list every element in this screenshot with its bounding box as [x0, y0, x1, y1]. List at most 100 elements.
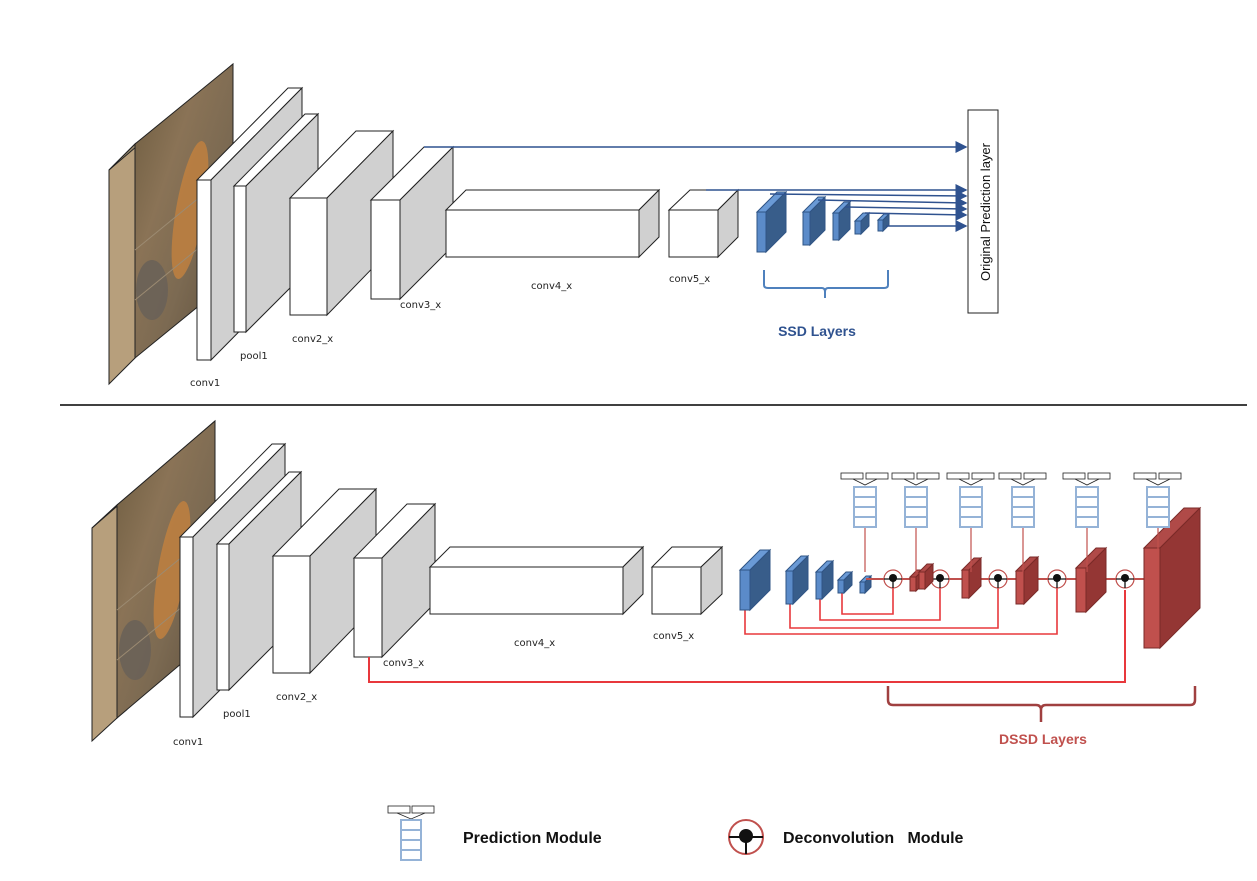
original-prediction-layer: Original Prediction layer	[967, 109, 999, 314]
label-conv4-bottom: conv4_x	[514, 638, 555, 649]
ssd-layer-5-front	[877, 219, 884, 232]
ssd-layer-3-front	[832, 212, 840, 241]
ssd-layer-bottom-1-front	[739, 569, 751, 611]
prediction-cell	[961, 518, 981, 526]
ssd-layer-1-front	[756, 211, 767, 253]
prediction-layer-label: Original Prediction layer	[978, 142, 993, 281]
prediction-module-2	[891, 472, 940, 572]
prediction-cell	[855, 498, 875, 506]
legend: Prediction Module Deconvolution Module	[387, 805, 964, 861]
prediction-cell	[961, 508, 981, 516]
prediction-output-box	[1023, 472, 1047, 480]
prediction-output-box	[1158, 472, 1182, 480]
ssd-layer-bottom-4	[836, 570, 854, 595]
prediction-arrow-4	[817, 196, 968, 209]
prediction-cell	[961, 498, 981, 506]
prediction-fork	[903, 478, 929, 486]
label-conv3: conv3_x	[400, 300, 441, 311]
prediction-cell	[1077, 498, 1097, 506]
prediction-cell	[1077, 508, 1097, 516]
skip-connection-conv3	[368, 590, 1126, 683]
ssd-layer-4-front	[854, 220, 862, 235]
prediction-cell	[1077, 518, 1097, 526]
ssd-layer-bottom-2-front	[785, 570, 794, 605]
deconvolution-module-5	[1115, 569, 1135, 589]
prediction-output-box	[971, 472, 995, 480]
ssd-layer-2	[801, 195, 827, 247]
prediction-output-box	[946, 472, 970, 480]
prediction-output-box	[1062, 472, 1086, 480]
ssd-layer-bottom-5-front	[859, 581, 866, 594]
prediction-module-1	[840, 472, 889, 572]
ssd-layers-brace	[763, 270, 889, 298]
deconv-dot	[1121, 574, 1129, 582]
prediction-fork	[958, 478, 984, 486]
prediction-arrow-6	[864, 208, 968, 221]
prediction-cell	[1148, 488, 1168, 496]
ssd-layer-3	[831, 200, 852, 242]
prediction-output-box	[916, 472, 940, 480]
layer-conv5-bottom	[650, 545, 724, 616]
deconvolution-module-2	[930, 569, 950, 589]
legend-deconvolution-module-label: Deconvolution Module	[783, 830, 964, 847]
prediction-output-box	[865, 472, 889, 480]
ssd-layer-bottom-5	[858, 574, 873, 595]
prediction-cell	[1148, 518, 1168, 526]
layer-conv2-bottom	[271, 487, 378, 675]
ssd-layer-5	[876, 212, 891, 233]
prediction-cell	[1148, 508, 1168, 516]
ssd-layers-label: SSD Layers	[778, 323, 856, 339]
ssd-layer-1	[755, 190, 788, 254]
ssd-layer-bottom-1	[738, 548, 772, 612]
prediction-arrow-5	[844, 202, 968, 215]
label-conv4: conv4_x	[531, 281, 572, 292]
layer-conv4	[444, 188, 661, 259]
dssd-layers-brace	[886, 686, 1197, 722]
label-conv2-bottom: conv2_x	[276, 692, 317, 703]
deconv-dot	[1053, 574, 1061, 582]
deconv-dot	[936, 574, 944, 582]
label-conv1: conv1	[190, 378, 220, 389]
skip-connection-2	[789, 586, 999, 629]
ssd-layer-bottom-3-front	[815, 571, 823, 600]
prediction-fork	[1010, 478, 1036, 486]
deconvolution-module-3	[988, 569, 1008, 589]
dssd-layer-1-front	[909, 576, 917, 592]
prediction-cell	[961, 488, 981, 496]
prediction-output-box	[998, 472, 1022, 480]
deconvolution-module-1	[883, 569, 903, 589]
prediction-fork	[852, 478, 878, 486]
dssd-layer-6	[1142, 506, 1202, 650]
dssd-layer-5-front	[1075, 567, 1087, 613]
ssd-layers-top	[755, 190, 891, 254]
label-conv5: conv5_x	[669, 274, 710, 285]
dssd-layer-4	[1014, 555, 1040, 606]
prediction-cell	[906, 508, 926, 516]
prediction-cell	[1013, 498, 1033, 506]
layer-conv3	[369, 145, 455, 301]
prediction-fork	[1145, 478, 1171, 486]
ssd-layer-4	[853, 211, 871, 236]
deconvolution-module-4	[1047, 569, 1067, 589]
prediction-output-box	[1087, 472, 1111, 480]
prediction-module-6	[1133, 472, 1182, 572]
skip-connection-3	[819, 586, 941, 621]
label-pool1: pool1	[240, 351, 268, 362]
prediction-fork	[1074, 478, 1100, 486]
deconv-dot	[889, 574, 897, 582]
prediction-output-box	[891, 472, 915, 480]
layer-conv2	[288, 129, 395, 317]
skip-connection-4	[841, 586, 894, 615]
layer-pool1-bottom	[215, 470, 303, 692]
prediction-cell	[855, 518, 875, 526]
dssd-layer-3-front	[961, 569, 970, 599]
prediction-cell	[906, 518, 926, 526]
dssd-layer-5	[1074, 546, 1108, 614]
label-pool1-bottom: pool1	[223, 709, 251, 720]
prediction-module-3	[946, 472, 995, 572]
dssd-panel: conv1 pool1 conv2_x conv3_x conv4_x	[91, 419, 1202, 748]
prediction-cell	[1013, 518, 1033, 526]
legend-prediction-module-label: Prediction Module	[463, 830, 602, 847]
label-conv5-bottom: conv5_x	[653, 631, 694, 642]
